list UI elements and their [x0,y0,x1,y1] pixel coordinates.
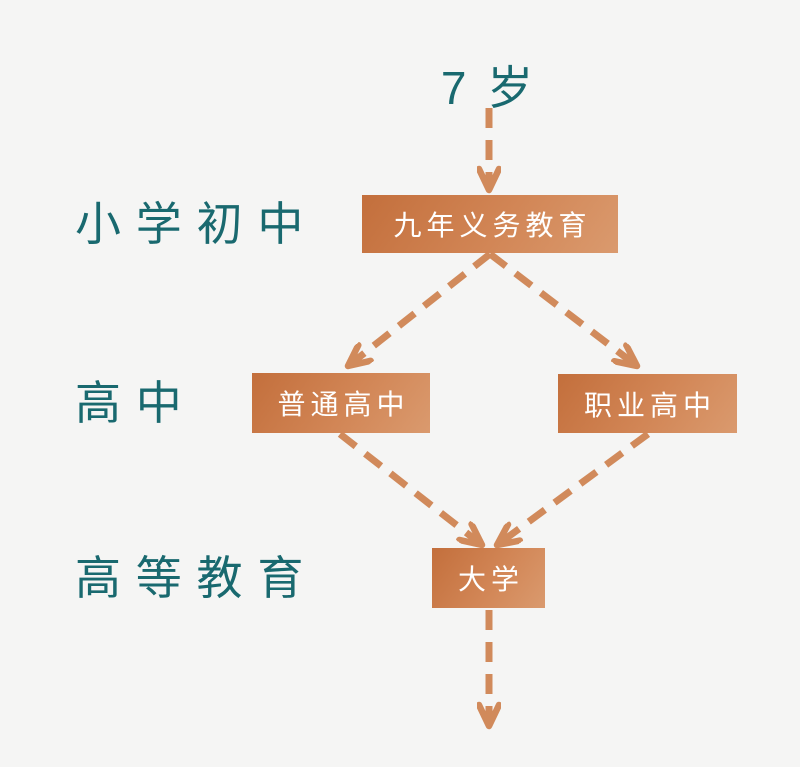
node-vocational-high-school: 职业高中 [558,374,737,433]
node-regular-high-school: 普通高中 [252,373,430,433]
age-label: 7 岁 [440,62,538,114]
stage-label-primary-middle: 小 学 初 中 [75,198,305,250]
arrow-regular-high-to-university [337,431,482,545]
arrow-compulsory-to-vocational-high [487,251,637,366]
arrow-compulsory-to-regular-high [348,251,493,366]
node-university: 大学 [432,548,545,608]
arrow-vocational-high-to-university [497,431,651,545]
stage-label-high-school: 高 中 [75,377,183,429]
stage-label-higher-education: 高 等 教 育 [75,552,305,604]
node-compulsory-education: 九年义务教育 [362,195,618,253]
